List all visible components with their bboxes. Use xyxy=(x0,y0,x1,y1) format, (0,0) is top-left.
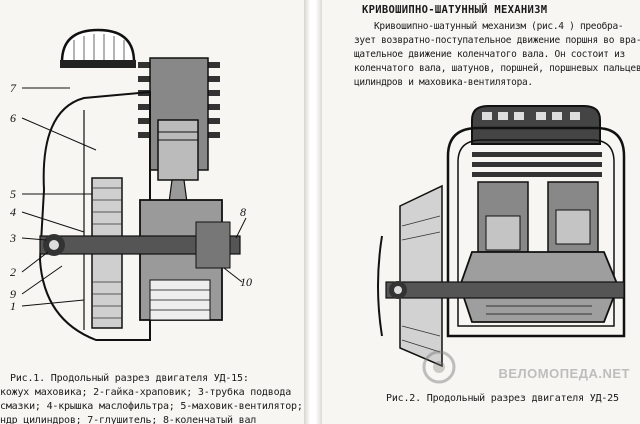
figure-label: 3 xyxy=(9,231,16,245)
figure-label: 8 xyxy=(240,205,246,219)
figure-label: 5 xyxy=(10,187,16,201)
paragraph-line: зует возвратно-поступательное движение п… xyxy=(354,35,640,46)
watermark-text: ВЕЛОМОПЕДА.NET xyxy=(498,366,630,381)
paragraph-line: цилиндров и маховика-вентилятора. xyxy=(354,77,533,88)
figure-1-caption-line: кожух маховика; 2-гайка-храповик; 3-труб… xyxy=(0,387,292,398)
right-page: КРИВОШИПНО-ШАТУННЫЙ МЕХАНИЗМ Кривошипно-… xyxy=(322,0,640,424)
engine-ud25-section-figure xyxy=(322,86,640,382)
figure-label: 4 xyxy=(10,205,16,219)
figure-label: 1 xyxy=(10,299,16,313)
paragraph-line: щательное движение коленчатого вала. Он … xyxy=(354,49,625,60)
left-page: 7 6 5 4 3 2 9 1 8 10 Рис.1. Продольный р… xyxy=(0,0,304,424)
paragraph-line: коленчатого вала, шатунов, поршней, порш… xyxy=(354,63,640,74)
watermark-logo-icon xyxy=(422,350,456,384)
section-paragraph: Кривошипно-шатунный механизм (рис.4 ) пр… xyxy=(354,20,640,90)
figure-1-caption-line: ндр цилиндров; 7-глушитель; 8-коленчатый… xyxy=(0,415,257,424)
figure-1-caption-line: смазки; 4-крышка маслофильтра; 5-маховик… xyxy=(0,401,303,412)
figure-2-caption: Рис.2. Продольный разрез двигателя УД-25 xyxy=(386,393,619,404)
figure-label: 9 xyxy=(10,287,16,301)
section-heading: КРИВОШИПНО-ШАТУННЫЙ МЕХАНИЗМ xyxy=(362,4,548,16)
engine-ud15-section-figure: 7 6 5 4 3 2 9 1 8 10 xyxy=(0,0,304,370)
paragraph-line: Кривошипно-шатунный механизм (рис.4 ) пр… xyxy=(374,21,624,32)
figure-label: 10 xyxy=(240,275,252,289)
figure-label: 2 xyxy=(10,265,16,279)
figure-1-caption-title: Рис.1. Продольный разрез двигателя УД-15… xyxy=(10,373,249,384)
page-gutter xyxy=(304,0,322,424)
figure-label: 6 xyxy=(10,111,16,125)
figure-label: 7 xyxy=(10,81,17,95)
